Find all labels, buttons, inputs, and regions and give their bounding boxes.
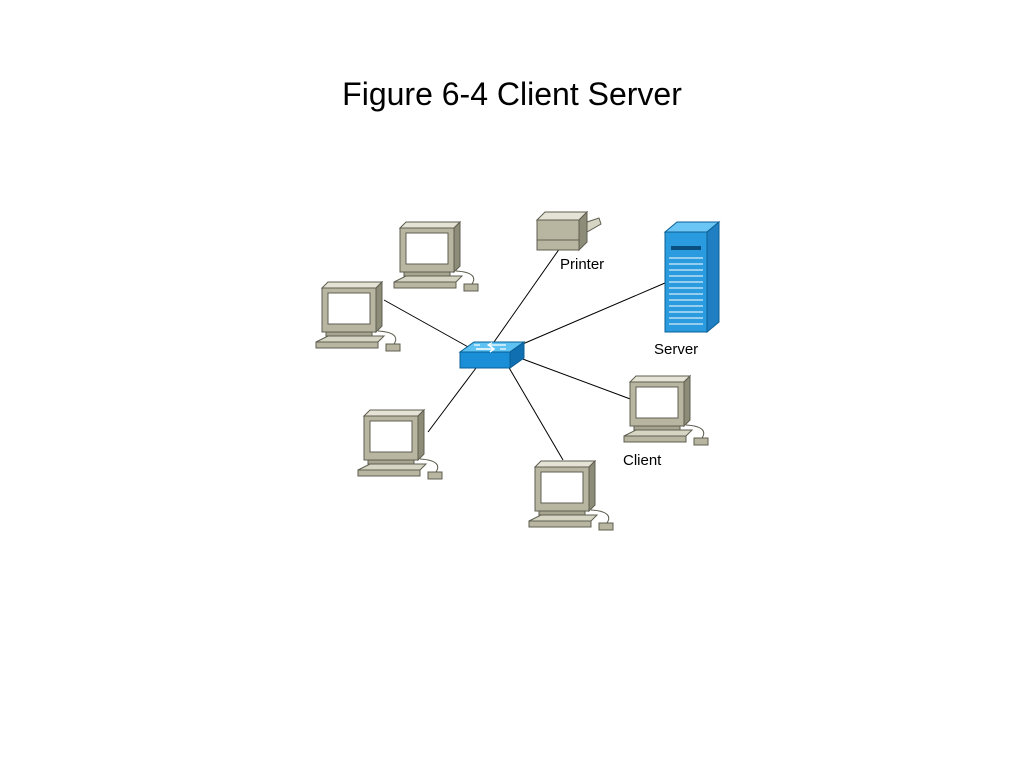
link-server	[517, 282, 666, 347]
computer-icon	[623, 375, 709, 446]
server-label: Server	[654, 341, 698, 358]
slide-title: Figure 6-4 Client Server	[342, 76, 682, 112]
link-computer-lower-left	[427, 367, 477, 433]
switch-icon	[458, 341, 526, 369]
link-printer	[493, 247, 561, 343]
printer-icon	[535, 210, 602, 252]
computer-icon	[393, 221, 479, 292]
server-icon	[663, 220, 721, 334]
computer-icon	[315, 281, 401, 352]
client-label: Client	[623, 452, 662, 469]
network-links	[383, 247, 666, 461]
computer-icon	[528, 460, 614, 531]
link-computer-bottom	[507, 365, 564, 461]
printer-label: Printer	[560, 256, 604, 273]
link-client	[519, 357, 634, 401]
computer-icon	[357, 409, 443, 480]
link-computer-left	[383, 299, 471, 349]
